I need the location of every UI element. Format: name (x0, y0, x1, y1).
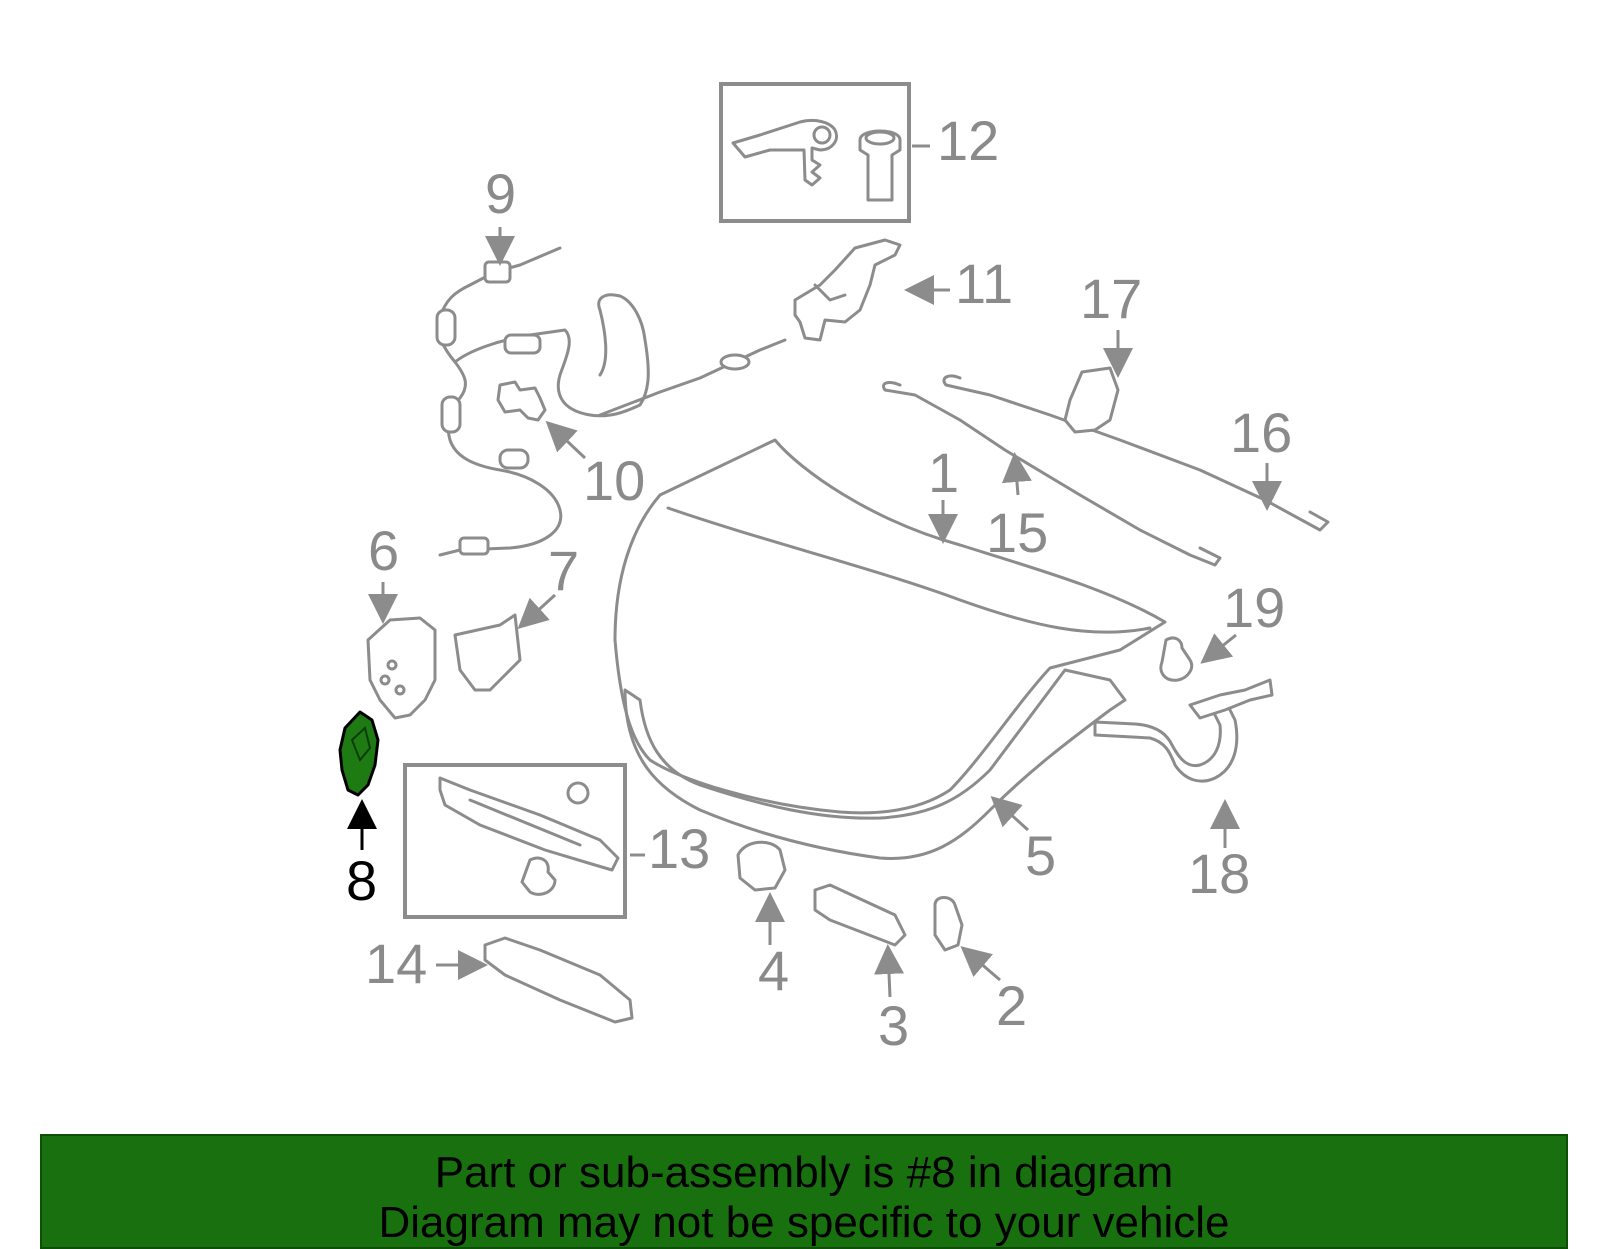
callout-10: 10 (583, 449, 645, 512)
callout-7: 7 (548, 539, 579, 602)
part-release-rod (598, 338, 787, 417)
callout-17: 17 (1080, 267, 1142, 330)
part-5-weatherstrip (623, 668, 1127, 860)
callout-6: 6 (368, 519, 399, 582)
callout-19: 19 (1223, 576, 1285, 639)
part-2-bumper (933, 896, 964, 952)
part-7-cover (453, 613, 522, 692)
part-11-opener-handle (793, 238, 902, 342)
part-10-cable-clip (496, 380, 547, 422)
part-3-stopper (813, 883, 907, 947)
part-13-garnish-kit (403, 763, 627, 919)
callout-3: 3 (878, 994, 909, 1057)
callout-labels: 1 2 3 4 5 6 7 8 9 10 11 12 13 14 15 16 1… (346, 109, 1292, 1057)
info-banner: Part or sub-assembly is #8 in diagram Di… (40, 1134, 1568, 1249)
part-15-torsion-bar (882, 381, 1222, 567)
part-9-release-cable (435, 246, 650, 557)
part-1-trunk-lid (613, 438, 1167, 815)
part-18-hinge (1093, 678, 1274, 783)
part-12-key-set (719, 82, 911, 223)
callout-8: 8 (346, 849, 377, 912)
callout-18: 18 (1188, 842, 1250, 905)
part-6-lock-actuator (366, 616, 437, 720)
callout-9: 9 (485, 162, 516, 225)
callout-13: 13 (648, 817, 710, 880)
callout-1: 1 (928, 441, 959, 504)
callout-12: 12 (937, 109, 999, 172)
part-17-bracket (1063, 366, 1120, 434)
part-19-clip (1159, 636, 1194, 682)
part-4-bumper (736, 840, 787, 892)
callout-14: 14 (365, 932, 427, 995)
banner-line-part: Part or sub-assembly is #8 in diagram (434, 1148, 1174, 1197)
callout-4: 4 (758, 939, 789, 1002)
callout-16: 16 (1230, 401, 1292, 464)
part-14-garnish (483, 936, 634, 1024)
callout-2: 2 (996, 974, 1027, 1037)
callout-arrows (347, 144, 1282, 998)
part-8-highlighted (338, 710, 380, 797)
callout-15: 15 (986, 501, 1048, 564)
callout-11: 11 (955, 252, 1013, 315)
callout-5: 5 (1025, 824, 1056, 887)
banner-line-disclaimer: Diagram may not be specific to your vehi… (378, 1198, 1230, 1247)
